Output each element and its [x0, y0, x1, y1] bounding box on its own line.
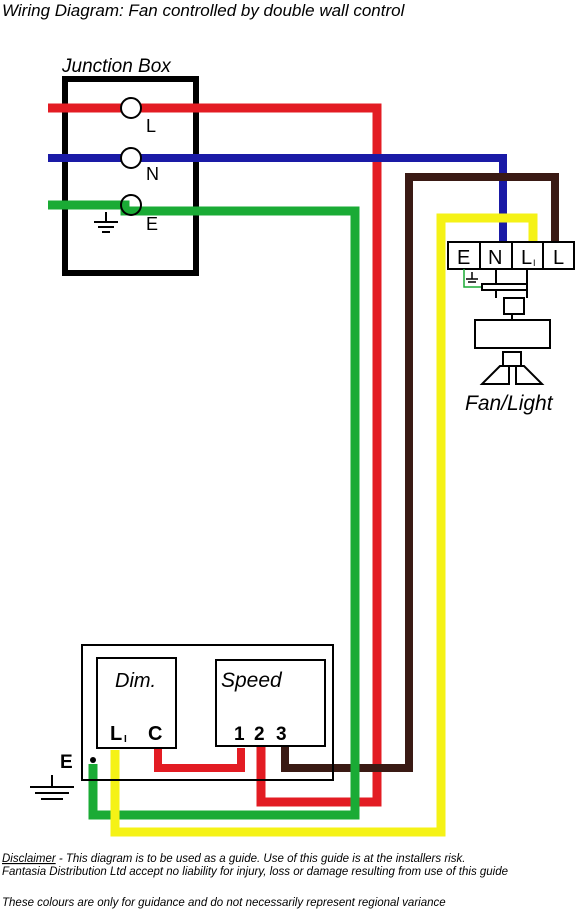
speed-terminal-1: 1	[234, 724, 245, 745]
disclaimer-line-2: Fantasia Distribution Ltd accept no liab…	[2, 866, 508, 878]
switched-wire-yellow	[110, 213, 538, 837]
dimmer-label: Dim.	[115, 670, 156, 692]
speed-label: Speed	[221, 669, 283, 692]
disclaimer-text: - This diagram is to be used as a guide.…	[56, 853, 466, 865]
junction-terminal-label-n: N	[146, 164, 159, 184]
fan-earth-icon	[466, 272, 478, 283]
wall-earth-label: E	[60, 752, 73, 773]
dimmer-box	[96, 657, 177, 749]
diagram-title: Wiring Diagram: Fan controlled by double…	[2, 1, 406, 20]
junction-box-label: Junction Box	[61, 56, 172, 77]
dimmer-terminal-l: L	[110, 723, 122, 745]
dimmer-terminal-c: C	[148, 723, 162, 745]
fan-earth-lead	[463, 269, 482, 288]
earth-wire-green	[48, 200, 360, 820]
junction-terminal-label-l: L	[146, 116, 156, 136]
junction-terminal-label-e: E	[146, 214, 158, 234]
junction-box	[62, 76, 199, 276]
wall-control-box	[81, 644, 334, 781]
disclaimer-label: Disclaimer	[2, 853, 57, 865]
fan-light-label: Fan/Light	[465, 392, 554, 415]
fan-light-icon	[474, 269, 551, 385]
fan-terminal-label-l2: L	[553, 247, 564, 269]
neutral-wire-blue	[48, 154, 507, 242]
colours-note: These colours are only for guidance and …	[2, 897, 446, 909]
fan-terminal-label-n: N	[488, 247, 502, 269]
fan-terminal-subscript: I	[533, 258, 536, 268]
speed-box	[215, 659, 326, 747]
junction-terminal-e	[120, 194, 142, 216]
disclaimer-line-1: Disclaimer - This diagram is to be used …	[2, 853, 465, 865]
wall-earth-point	[90, 757, 96, 763]
junction-terminal-l	[120, 97, 142, 119]
junction-earth-icon	[94, 212, 118, 233]
junction-terminal-n	[120, 147, 142, 169]
dimmer-to-speed-wire-red	[154, 748, 245, 772]
fan-terminal-block	[447, 241, 575, 270]
fan-terminal-label-l1: L	[521, 247, 532, 269]
dimmer-terminal-subscript: I	[124, 734, 127, 745]
speed-terminal-2: 2	[254, 724, 265, 745]
switched-wire-brown	[281, 173, 559, 772]
wall-earth-icon	[30, 775, 74, 800]
fan-terminal-label-e: E	[457, 247, 470, 269]
live-wire-red	[48, 103, 382, 807]
speed-terminal-3: 3	[276, 724, 287, 745]
